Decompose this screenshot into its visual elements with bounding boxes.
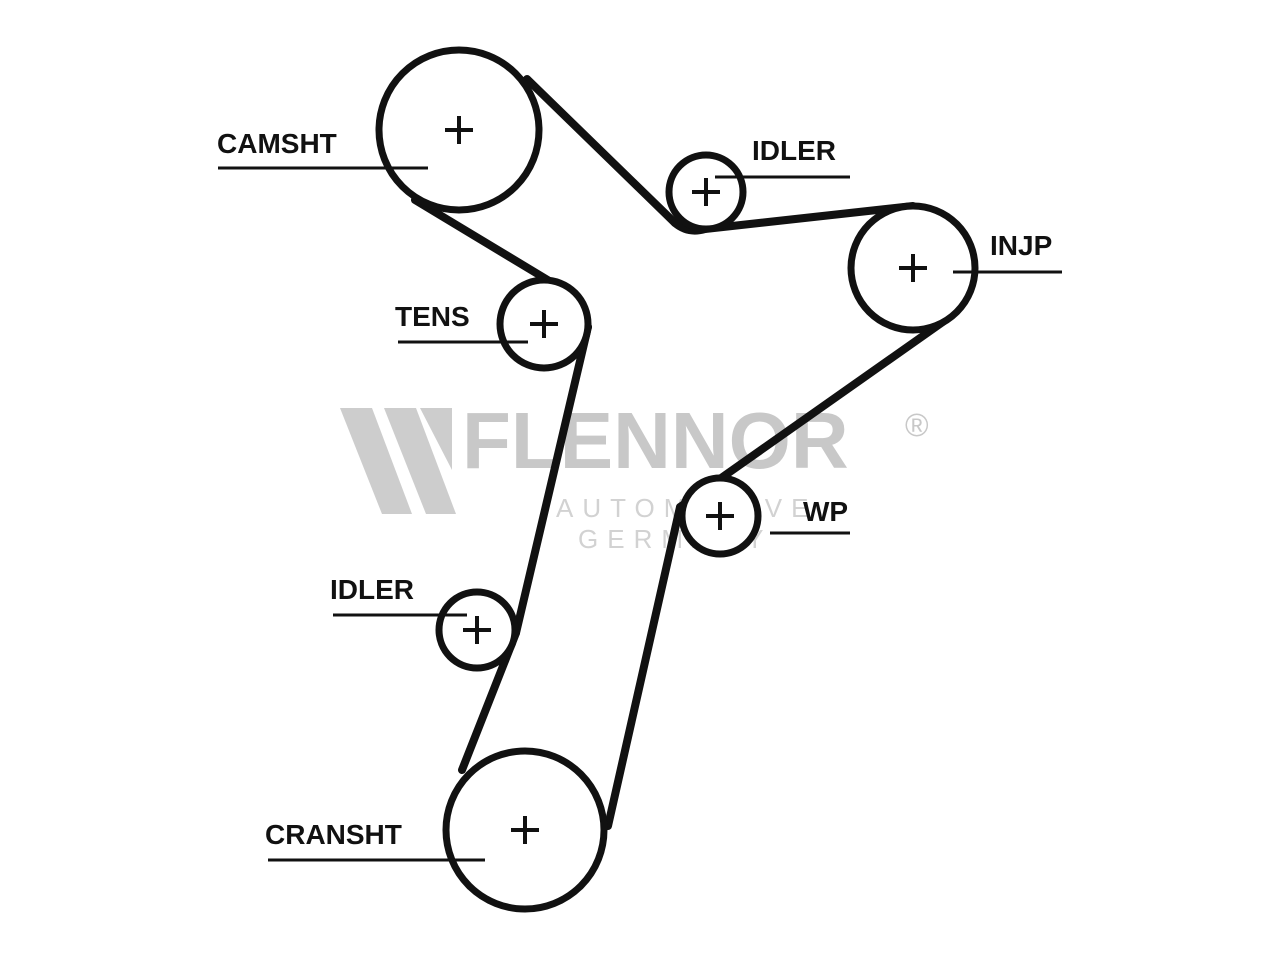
belt-span-idler-injp [701, 202, 917, 233]
label-crankshaft: CRANSHT [265, 819, 402, 850]
label-water-pump: WP [803, 496, 848, 527]
pulley-camshaft [375, 46, 543, 214]
belt-span-idler-tensioner [512, 323, 592, 637]
pulley-idler-bottom [435, 588, 519, 672]
leader-lines [218, 166, 1062, 862]
labels: CAMSHT IDLER INJP TENS WP IDLER CRANSHT [217, 128, 1052, 850]
label-idler-top: IDLER [752, 135, 836, 166]
label-idler-bottom: IDLER [330, 574, 414, 605]
belt-span-camshaft-idler [523, 75, 679, 227]
label-injection-pump: INJP [990, 230, 1052, 261]
pulley-water-pump [678, 474, 762, 558]
watermark: FLENNOR ® AUTOMOTIVE GERMANY [340, 396, 929, 554]
belt-span-wp-crankshaft [604, 503, 684, 830]
pulley-injection-pump [847, 202, 979, 334]
belt-span-tensioner-camshaft [411, 196, 560, 289]
watermark-brand: FLENNOR [462, 396, 849, 485]
label-tensioner: TENS [395, 301, 470, 332]
watermark-registered-mark: ® [905, 407, 929, 443]
pulley-crankshaft [442, 747, 608, 913]
watermark-logo [340, 408, 456, 514]
pulley-idler-top [665, 151, 747, 233]
pulley-tensioner [496, 276, 592, 372]
label-camshaft: CAMSHT [217, 128, 337, 159]
